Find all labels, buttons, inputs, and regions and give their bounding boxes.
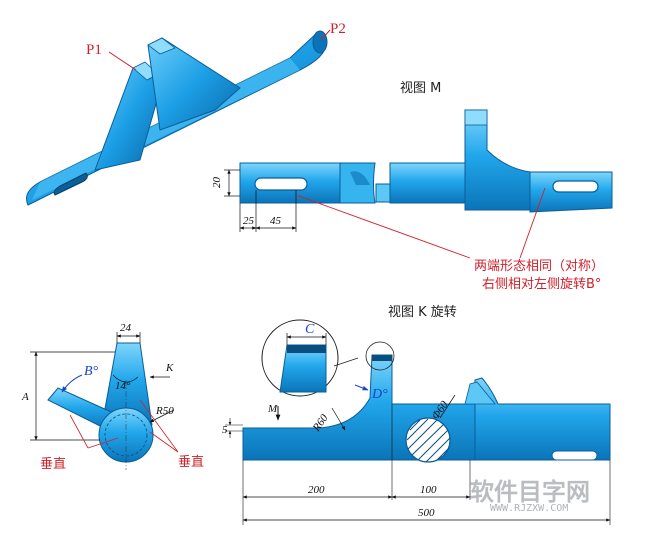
dim-b-angle: B° (84, 364, 99, 379)
label-vertical-left: 垂直 (40, 457, 66, 472)
isometric-part (26, 30, 328, 206)
dim-20: 20 (211, 177, 223, 189)
view-m-part (239, 109, 613, 213)
label-p2: P2 (330, 21, 346, 37)
leader-p2 (320, 29, 331, 41)
view-k-part (242, 354, 611, 463)
dim-d-arrow (354, 384, 369, 391)
leader-p1 (108, 51, 137, 71)
dim-d-angle: D° (371, 387, 388, 402)
watermark-url: WWW.RJZXW.COM (490, 503, 568, 514)
view-m-title: 视图 M (400, 81, 441, 96)
dim-25: 25 (243, 215, 255, 227)
dim-r50: R50 (155, 405, 174, 417)
label-vertical-right: 垂直 (178, 455, 204, 470)
detail-magnifier (261, 319, 395, 397)
view-m-note-line1: 两端形态相同（对称） (474, 259, 604, 274)
dim-100: 100 (420, 484, 437, 496)
dim-24: 24 (120, 322, 132, 334)
view-m-note-line2: 右侧相对左侧旋转B° (482, 277, 601, 292)
side-view-part (47, 342, 154, 470)
leader-note-left (295, 194, 471, 259)
label-p1: P1 (86, 42, 102, 58)
leader-note-right (519, 187, 546, 259)
side-view-dimensions (30, 332, 179, 453)
dim-a: A (21, 391, 29, 403)
dim-c: C (305, 322, 315, 337)
view-k-dimensions (225, 394, 611, 525)
dim-14-angle: 14° (115, 380, 131, 392)
dim-45: 45 (270, 215, 282, 227)
view-k-title: 视图 K 旋转 (388, 305, 457, 320)
view-m-dimensions (224, 169, 297, 232)
dim-500: 500 (418, 507, 435, 519)
watermark-main: 软件目字网 (470, 478, 590, 506)
label-k-direction: K (165, 362, 174, 374)
dim-5: 5 (222, 424, 228, 436)
dim-200: 200 (308, 484, 325, 496)
label-m-direction: M (267, 403, 278, 415)
